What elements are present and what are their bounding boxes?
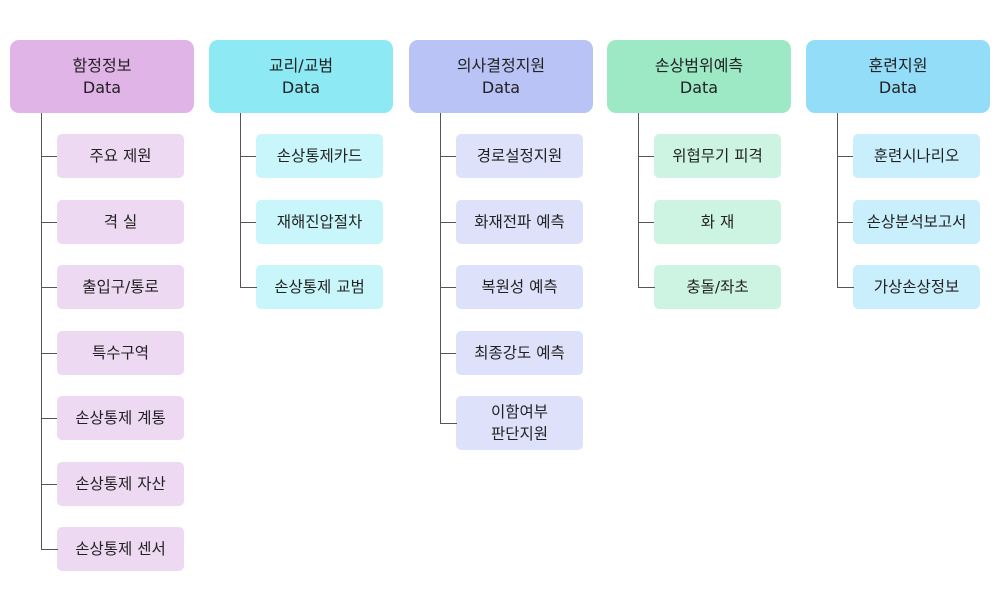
data-item-label: 손상통제 계통: [75, 409, 166, 427]
data-item[interactable]: 주요 제원: [57, 134, 184, 178]
data-item-label: 복원성 예측: [481, 278, 558, 296]
data-item-label: 가상손상정보: [873, 278, 960, 296]
data-item[interactable]: 손상통제카드: [256, 134, 383, 178]
tree-branch-line: [440, 221, 456, 223]
data-item-label: 특수구역: [91, 343, 150, 362]
data-item[interactable]: 손상통제 계통: [57, 396, 184, 440]
data-item-label: 화재전파 예측: [474, 212, 565, 231]
data-item-label: 출입구/통로: [82, 278, 159, 296]
data-item[interactable]: 손상분석보고서: [853, 199, 980, 244]
data-item[interactable]: 훈련시나리오: [853, 134, 980, 178]
data-item[interactable]: 위협무기 피격: [654, 134, 781, 178]
tree-end-connector: [638, 275, 655, 288]
tree-end-connector: [440, 411, 457, 424]
tree-branch-line: [440, 287, 456, 288]
data-item-label: 위협무기 피격: [672, 147, 763, 165]
data-item[interactable]: 경로설정지원: [456, 134, 583, 178]
category-title: 손상범위예측: [654, 55, 744, 75]
data-item[interactable]: 최종강도 예측: [456, 330, 583, 375]
data-item-label: 경로설정지원: [476, 147, 563, 165]
data-item[interactable]: 이함여부 판단지원: [456, 396, 583, 450]
tree-branch-line: [41, 483, 57, 485]
tree-branch-line: [638, 156, 654, 157]
tree-branch-line: [41, 287, 57, 288]
data-item-label: 충돌/좌초: [686, 278, 749, 296]
tree-branch-line: [41, 221, 57, 223]
tree-branch-line: [440, 156, 456, 157]
data-item-label: 이함여부 판단지원: [490, 403, 549, 443]
data-item-label: 최종강도 예측: [474, 343, 565, 362]
category-subtitle: Data: [82, 77, 122, 97]
category-title: 의사결정지원: [456, 55, 546, 75]
data-item-label: 격 실: [103, 212, 138, 231]
data-item[interactable]: 특수구역: [57, 330, 184, 375]
data-item[interactable]: 출입구/통로: [57, 265, 184, 309]
data-item[interactable]: 격 실: [57, 199, 184, 244]
data-item-label: 재해진압절차: [276, 212, 363, 231]
category-subtitle: Data: [679, 77, 719, 97]
tree-branch-line: [41, 352, 57, 354]
data-item-label: 주요 제원: [89, 147, 152, 165]
data-item-label: 손상통제 교범: [274, 278, 365, 296]
tree-trunk-line: [41, 113, 42, 549]
data-item-label: 손상통제카드: [276, 147, 363, 165]
tree-trunk-line: [837, 113, 838, 287]
category-subtitle: Data: [481, 77, 521, 97]
tree-branch-line: [837, 156, 853, 157]
data-item-label: 손상통제 자산: [75, 474, 166, 493]
data-item-label: 훈련시나리오: [873, 147, 960, 165]
data-item[interactable]: 충돌/좌초: [654, 265, 781, 309]
data-item-label: 손상통제 센서: [75, 540, 166, 558]
tree-trunk-line: [638, 113, 639, 287]
data-item[interactable]: 재해진압절차: [256, 199, 383, 244]
tree-branch-line: [837, 221, 853, 223]
tree-trunk-line: [440, 113, 441, 423]
tree-branch-line: [440, 352, 456, 354]
data-item[interactable]: 가상손상정보: [853, 265, 980, 309]
category-subtitle: Data: [281, 77, 321, 97]
category-subtitle: Data: [878, 77, 918, 97]
data-item-label: 화 재: [700, 212, 735, 231]
tree-branch-line: [41, 156, 57, 157]
data-item[interactable]: 손상통제 센서: [57, 527, 184, 571]
tree-branch-line: [638, 221, 654, 223]
tree-branch-line: [240, 221, 256, 223]
category-title: 함정정보: [72, 55, 132, 75]
tree-end-connector: [240, 275, 257, 288]
tree-branch-line: [41, 418, 57, 419]
data-item[interactable]: 화재전파 예측: [456, 199, 583, 244]
category-title: 교리/교범: [268, 55, 334, 75]
tree-branch-line: [240, 156, 256, 157]
data-item[interactable]: 손상통제 자산: [57, 461, 184, 506]
data-item[interactable]: 복원성 예측: [456, 265, 583, 309]
tree-trunk-line: [240, 113, 241, 287]
data-item[interactable]: 화 재: [654, 199, 781, 244]
data-item-label: 손상분석보고서: [866, 212, 967, 231]
data-item[interactable]: 손상통제 교범: [256, 265, 383, 309]
category-title: 훈련지원: [868, 55, 928, 75]
tree-end-connector: [837, 275, 854, 288]
tree-end-connector: [41, 537, 58, 550]
